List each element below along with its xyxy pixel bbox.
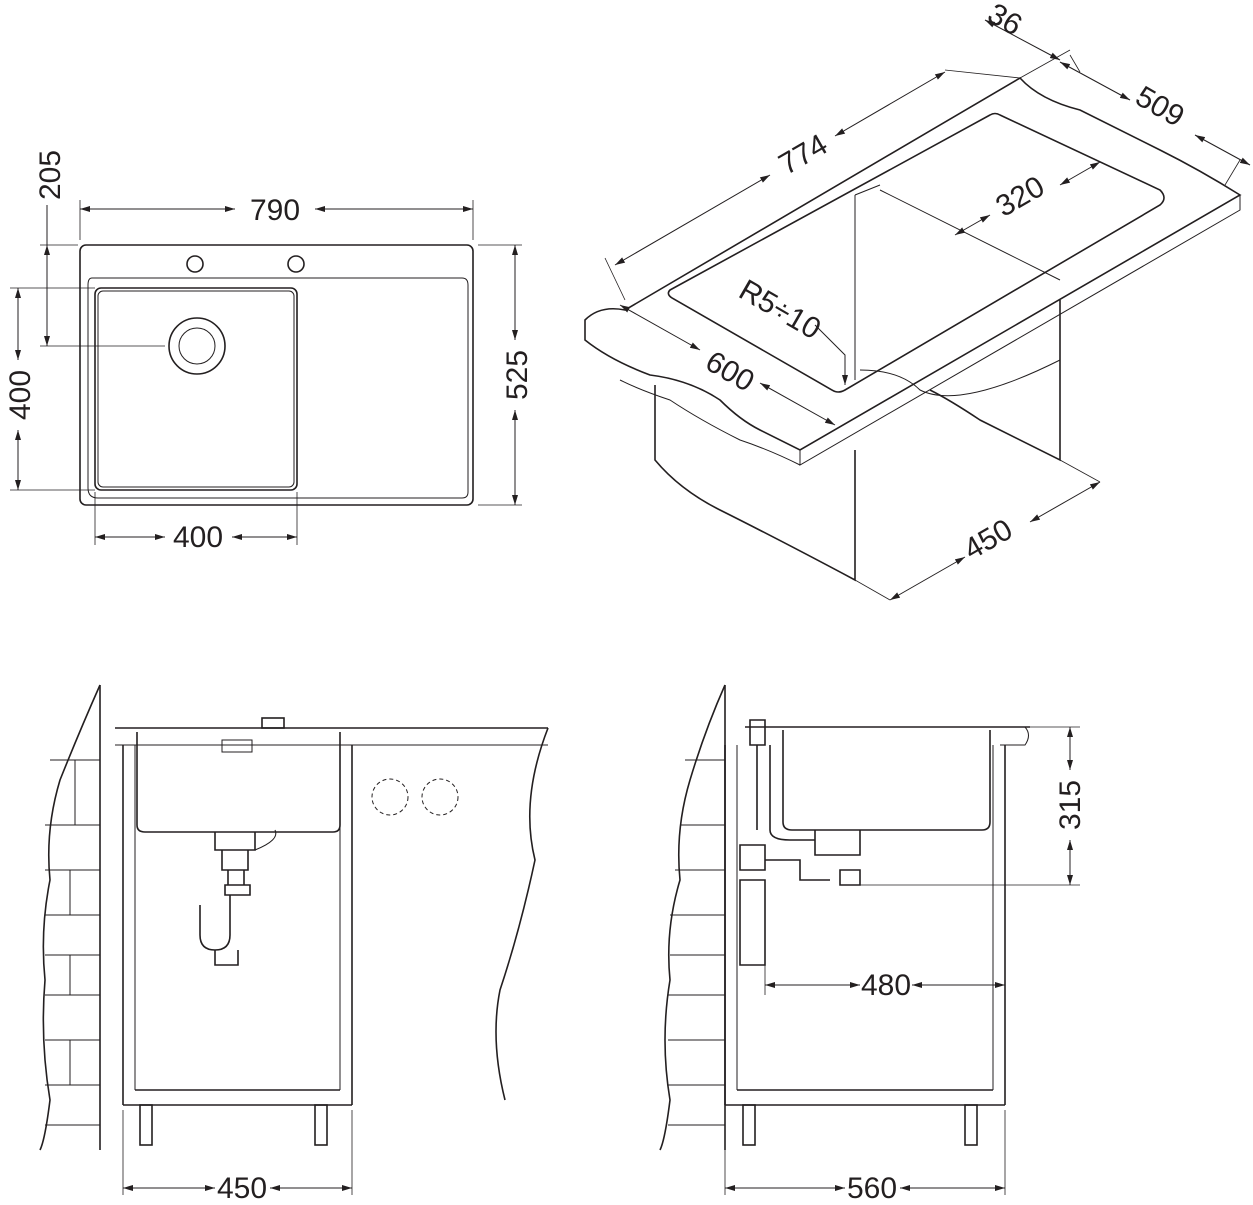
cabinet-left bbox=[654, 385, 856, 582]
dim-525: 525 bbox=[501, 350, 534, 400]
tap-hole bbox=[287, 255, 305, 273]
dim-790: 790 bbox=[250, 194, 300, 227]
plan-view: 790 205 400 525 400 bbox=[4, 150, 534, 554]
dim-320: 320 bbox=[990, 170, 1050, 224]
wall-edge bbox=[39, 684, 101, 1151]
dim-radius: R5÷10 bbox=[733, 273, 826, 346]
rim bbox=[87, 277, 469, 499]
dim-205: 205 bbox=[34, 150, 67, 200]
dim-450-front: 450 bbox=[217, 1172, 267, 1205]
dim-480: 480 bbox=[861, 969, 911, 1002]
dim-560: 560 bbox=[847, 1172, 897, 1205]
dim-400-horizontal: 400 bbox=[173, 521, 223, 554]
sink-outline bbox=[79, 244, 474, 506]
dim-774: 774 bbox=[773, 128, 833, 182]
front-bowl bbox=[136, 732, 341, 833]
bowl bbox=[94, 287, 298, 491]
front-view: 450 bbox=[39, 684, 549, 1205]
dim-509: 509 bbox=[1130, 80, 1190, 134]
dim-450-iso: 450 bbox=[958, 513, 1018, 567]
isometric-view: 450 774 36 509 320 R5÷10 600 bbox=[584, 0, 1251, 601]
drain-icon bbox=[168, 317, 226, 375]
iso-rim bbox=[667, 112, 1165, 393]
wall-edge bbox=[659, 684, 726, 1151]
side-bowl bbox=[782, 730, 991, 831]
dim-315: 315 bbox=[1054, 780, 1087, 830]
cabinet-right-edge bbox=[495, 727, 549, 1101]
countertop bbox=[584, 76, 1242, 451]
side-view: 315 480 560 bbox=[659, 684, 1087, 1205]
tap-hole bbox=[186, 255, 204, 273]
siphon bbox=[199, 832, 256, 966]
dim-400-vertical: 400 bbox=[4, 370, 37, 420]
dim-36: 36 bbox=[982, 0, 1027, 42]
dim-600: 600 bbox=[700, 345, 760, 399]
